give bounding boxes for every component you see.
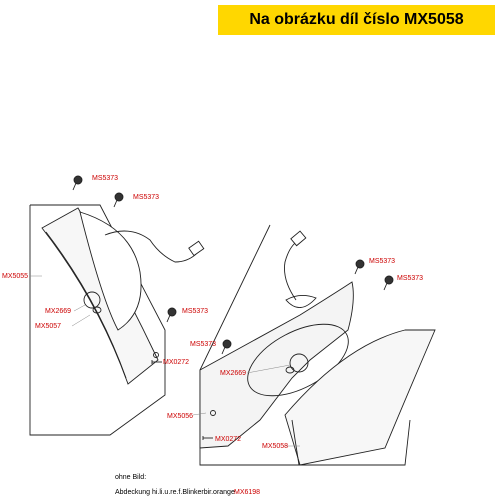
right-bulb bbox=[289, 353, 309, 373]
screw-ms5373-a bbox=[72, 175, 83, 191]
label-ms5373-c: MS5373 bbox=[182, 308, 208, 315]
screw-ms5373-f bbox=[383, 275, 394, 291]
left-bulb-base bbox=[92, 306, 102, 314]
banner-text: Na obrázku díl číslo MX5058 bbox=[249, 11, 464, 28]
left-housing bbox=[79, 211, 142, 331]
leader-mx2669-right bbox=[246, 364, 291, 374]
pin-mx0272-left bbox=[151, 360, 162, 364]
label-mx5056: MX5056 bbox=[167, 413, 193, 420]
left-assembly-frame bbox=[29, 204, 166, 436]
leader-mx5056 bbox=[192, 412, 207, 416]
label-mx0272-left: MX0272 bbox=[163, 359, 189, 366]
right-housing-rear bbox=[285, 295, 317, 308]
screw-ms5373-b bbox=[113, 192, 124, 208]
leader-mx5057 bbox=[71, 314, 91, 327]
screw-ms5373-e bbox=[354, 259, 365, 275]
left-connector bbox=[188, 240, 205, 257]
left-wire bbox=[104, 230, 201, 263]
right-wire bbox=[284, 239, 301, 301]
right-assembly-frame bbox=[199, 224, 411, 466]
part-number-banner: Na obrázku díl číslo MX5058 bbox=[218, 5, 495, 35]
label-mx5057: MX5057 bbox=[35, 323, 61, 330]
right-bulb-base bbox=[285, 366, 295, 374]
label-mx0272-right: MX0272 bbox=[215, 436, 241, 443]
screw-ms5373-d bbox=[221, 339, 232, 355]
label-mx5058: MX5058 bbox=[262, 443, 288, 450]
label-ms5373-d: MS5373 bbox=[190, 341, 216, 348]
right-screw-mx0272 bbox=[210, 410, 216, 416]
label-mx5055: MX5055 bbox=[2, 273, 28, 280]
footer-ohne-bild: ohne Bild: bbox=[115, 474, 147, 481]
label-ms5373-e: MS5373 bbox=[369, 258, 395, 265]
footer-abdeckung-part: MX6198 bbox=[234, 489, 261, 496]
right-lens-edge bbox=[291, 419, 300, 466]
label-mx2669-right: MX2669 bbox=[220, 370, 246, 377]
left-screw-mx0272 bbox=[153, 352, 159, 358]
label-ms5373-f: MS5373 bbox=[397, 275, 423, 282]
label-mx2669-left: MX2669 bbox=[45, 308, 71, 315]
right-reflector bbox=[247, 323, 349, 397]
label-ms5373-b: MS5373 bbox=[133, 194, 159, 201]
left-bulb bbox=[83, 291, 101, 309]
right-connector bbox=[290, 230, 307, 247]
label-ms5373-a: MS5373 bbox=[92, 175, 118, 182]
screw-ms5373-c bbox=[166, 307, 177, 323]
footer-abdeckung: Abdeckung hi.li.u.re.f.Blinkerbir.orange bbox=[115, 489, 235, 496]
pin-mx0272-right bbox=[202, 436, 213, 440]
right-lens bbox=[284, 329, 436, 466]
right-housing bbox=[199, 281, 354, 449]
leader-mx2669-left bbox=[73, 304, 86, 312]
left-lens-inner-edge bbox=[45, 231, 127, 379]
